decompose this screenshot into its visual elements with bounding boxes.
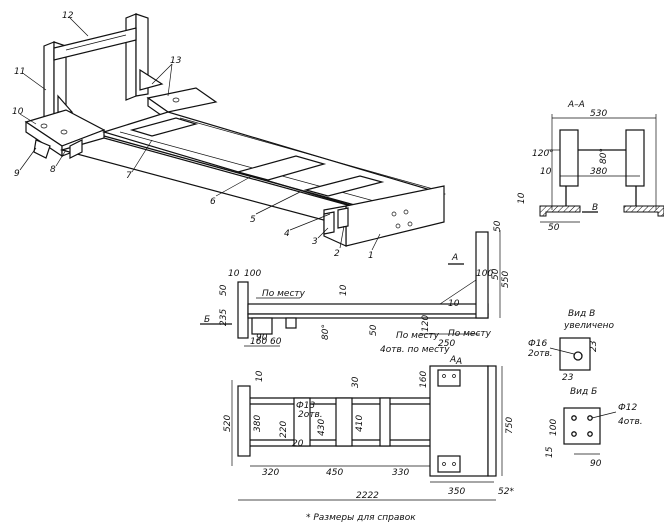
side-dim-50b: 50 xyxy=(369,324,379,336)
side-note-place3: По месту xyxy=(448,329,492,339)
bracket-3 xyxy=(323,211,335,235)
aa-dim-80: 80° xyxy=(599,148,609,164)
callout-7: 7 xyxy=(126,171,132,181)
cross-member-1 xyxy=(129,117,199,137)
callout-9: 9 xyxy=(14,169,20,179)
side-dim-550: 550 xyxy=(501,271,511,288)
side-view: 10 100 50 По месту 235 10 90 60 160 Б 80… xyxy=(200,220,511,365)
side-dim-60: 60 xyxy=(270,337,282,347)
callout-2: 2 xyxy=(334,249,340,259)
plan-hole: Ф13 xyxy=(296,401,315,411)
callout-12: 12 xyxy=(62,11,74,21)
side-note-holes: 4отв. по месту xyxy=(380,345,450,355)
upright-right xyxy=(125,13,137,101)
view-v-hole-count: 2отв. xyxy=(528,349,553,359)
plan-dim-410: 410 xyxy=(355,415,365,432)
plan-dim-20: 20 xyxy=(292,439,304,449)
side-mark-a-top: А xyxy=(451,253,458,263)
side-note-place: По месту xyxy=(262,289,306,299)
view-v: Вид В увеличено Ф16 2отв. 23 23 xyxy=(528,309,615,383)
callout-6: 6 xyxy=(210,197,216,207)
side-dim-120: 120 xyxy=(421,315,431,332)
callout-4: 4 xyxy=(284,229,290,239)
aa-dim-50: 50 xyxy=(548,223,560,233)
side-dim-50: 50 xyxy=(219,284,229,296)
section-aa: А–А 530 120° 80° 10 380 10 50 В xyxy=(517,100,664,233)
plan-hole-count: 2отв. xyxy=(298,410,323,420)
plan-dim-750: 750 xyxy=(505,417,515,434)
view-b-dim-90: 90 xyxy=(590,459,602,469)
callout-10: 10 xyxy=(12,107,24,117)
plan-dim-350: 350 xyxy=(448,487,465,497)
side-dim-235: 235 xyxy=(219,309,229,326)
plan-dim-520: 520 xyxy=(223,415,233,432)
view-b-hole-count: 4отв. xyxy=(618,417,643,427)
callout-5: 5 xyxy=(250,215,256,225)
side-dim-50c: 50 xyxy=(491,268,501,280)
plan-dim-2222: 2222 xyxy=(356,491,379,501)
view-b-dim-15: 15 xyxy=(545,446,555,458)
plan-view: 520 380 10 Ф13 2отв. 220 20 430 30 410 1… xyxy=(223,357,515,501)
plan-dim-30: 30 xyxy=(351,376,361,388)
plan-dim-10: 10 xyxy=(255,370,265,382)
view-b: Вид Б Ф12 4отв. 15 100 90 xyxy=(545,387,643,469)
section-aa-title: А–А xyxy=(567,100,585,110)
view-b-hole: Ф12 xyxy=(618,403,637,413)
view-v-title: Вид В xyxy=(568,309,595,319)
view-v-subtitle: увеличено xyxy=(563,321,615,331)
side-dim-100b: 100 xyxy=(476,269,493,279)
side-note-place2: По месту xyxy=(396,331,440,341)
side-dim-10: 10 xyxy=(228,269,240,279)
side-mark-a-bottom: А xyxy=(449,355,456,365)
callout-11: 11 xyxy=(14,67,25,77)
plan-dim-380: 380 xyxy=(253,415,263,432)
view-v-dim-23b: 23 xyxy=(562,373,574,383)
callout-13: 13 xyxy=(170,56,182,66)
side-dim-10b: 10 xyxy=(339,284,349,296)
plan-dim-430: 430 xyxy=(317,419,327,436)
rear-foot xyxy=(33,139,51,159)
plan-dim-450: 450 xyxy=(326,468,343,478)
view-b-dim-100: 100 xyxy=(549,419,559,436)
side-dim-50d: 50 xyxy=(493,220,503,232)
plan-mark-a: А xyxy=(455,357,462,367)
isometric-frame: 12 13 11 10 9 8 7 6 5 4 3 2 1 xyxy=(12,11,447,261)
side-dim-80: 80° xyxy=(321,324,331,340)
gusset-right xyxy=(139,68,164,91)
cross-member-2 xyxy=(235,155,327,181)
plan-dim-160: 160 xyxy=(419,371,429,388)
aa-dim-530: 530 xyxy=(590,109,607,119)
side-mark-b: Б xyxy=(204,315,210,325)
side-dim-90: 90 xyxy=(256,333,268,343)
side-dim-10c: 10 xyxy=(448,299,460,309)
aa-mark-v: В xyxy=(592,203,598,213)
callout-3: 3 xyxy=(312,237,318,247)
side-dim-250: 250 xyxy=(438,339,455,349)
plan-dim-330: 330 xyxy=(392,468,409,478)
side-dim-100: 100 xyxy=(244,269,261,279)
cross-member-3 xyxy=(303,175,385,197)
plan-dim-220: 220 xyxy=(279,421,289,438)
aa-dim-10: 10 xyxy=(540,167,552,177)
callout-1: 1 xyxy=(368,251,374,261)
plan-dim-52: 52* xyxy=(498,487,514,497)
top-crossbar xyxy=(53,27,137,61)
upright-left xyxy=(43,41,55,125)
side-dim-160: 160 xyxy=(250,337,267,347)
aa-dim-10b: 10 xyxy=(517,192,527,204)
view-v-hole: Ф16 xyxy=(528,339,547,349)
view-v-dim-23a: 23 xyxy=(589,340,599,352)
view-b-title: Вид Б xyxy=(570,387,597,397)
bracket-2 xyxy=(337,207,349,229)
aa-dim-380: 380 xyxy=(590,167,607,177)
plan-dim-320: 320 xyxy=(262,468,279,478)
footnote: * Размеры для справок xyxy=(306,513,416,523)
aa-dim-120: 120° xyxy=(532,149,554,159)
callout-8: 8 xyxy=(50,165,56,175)
